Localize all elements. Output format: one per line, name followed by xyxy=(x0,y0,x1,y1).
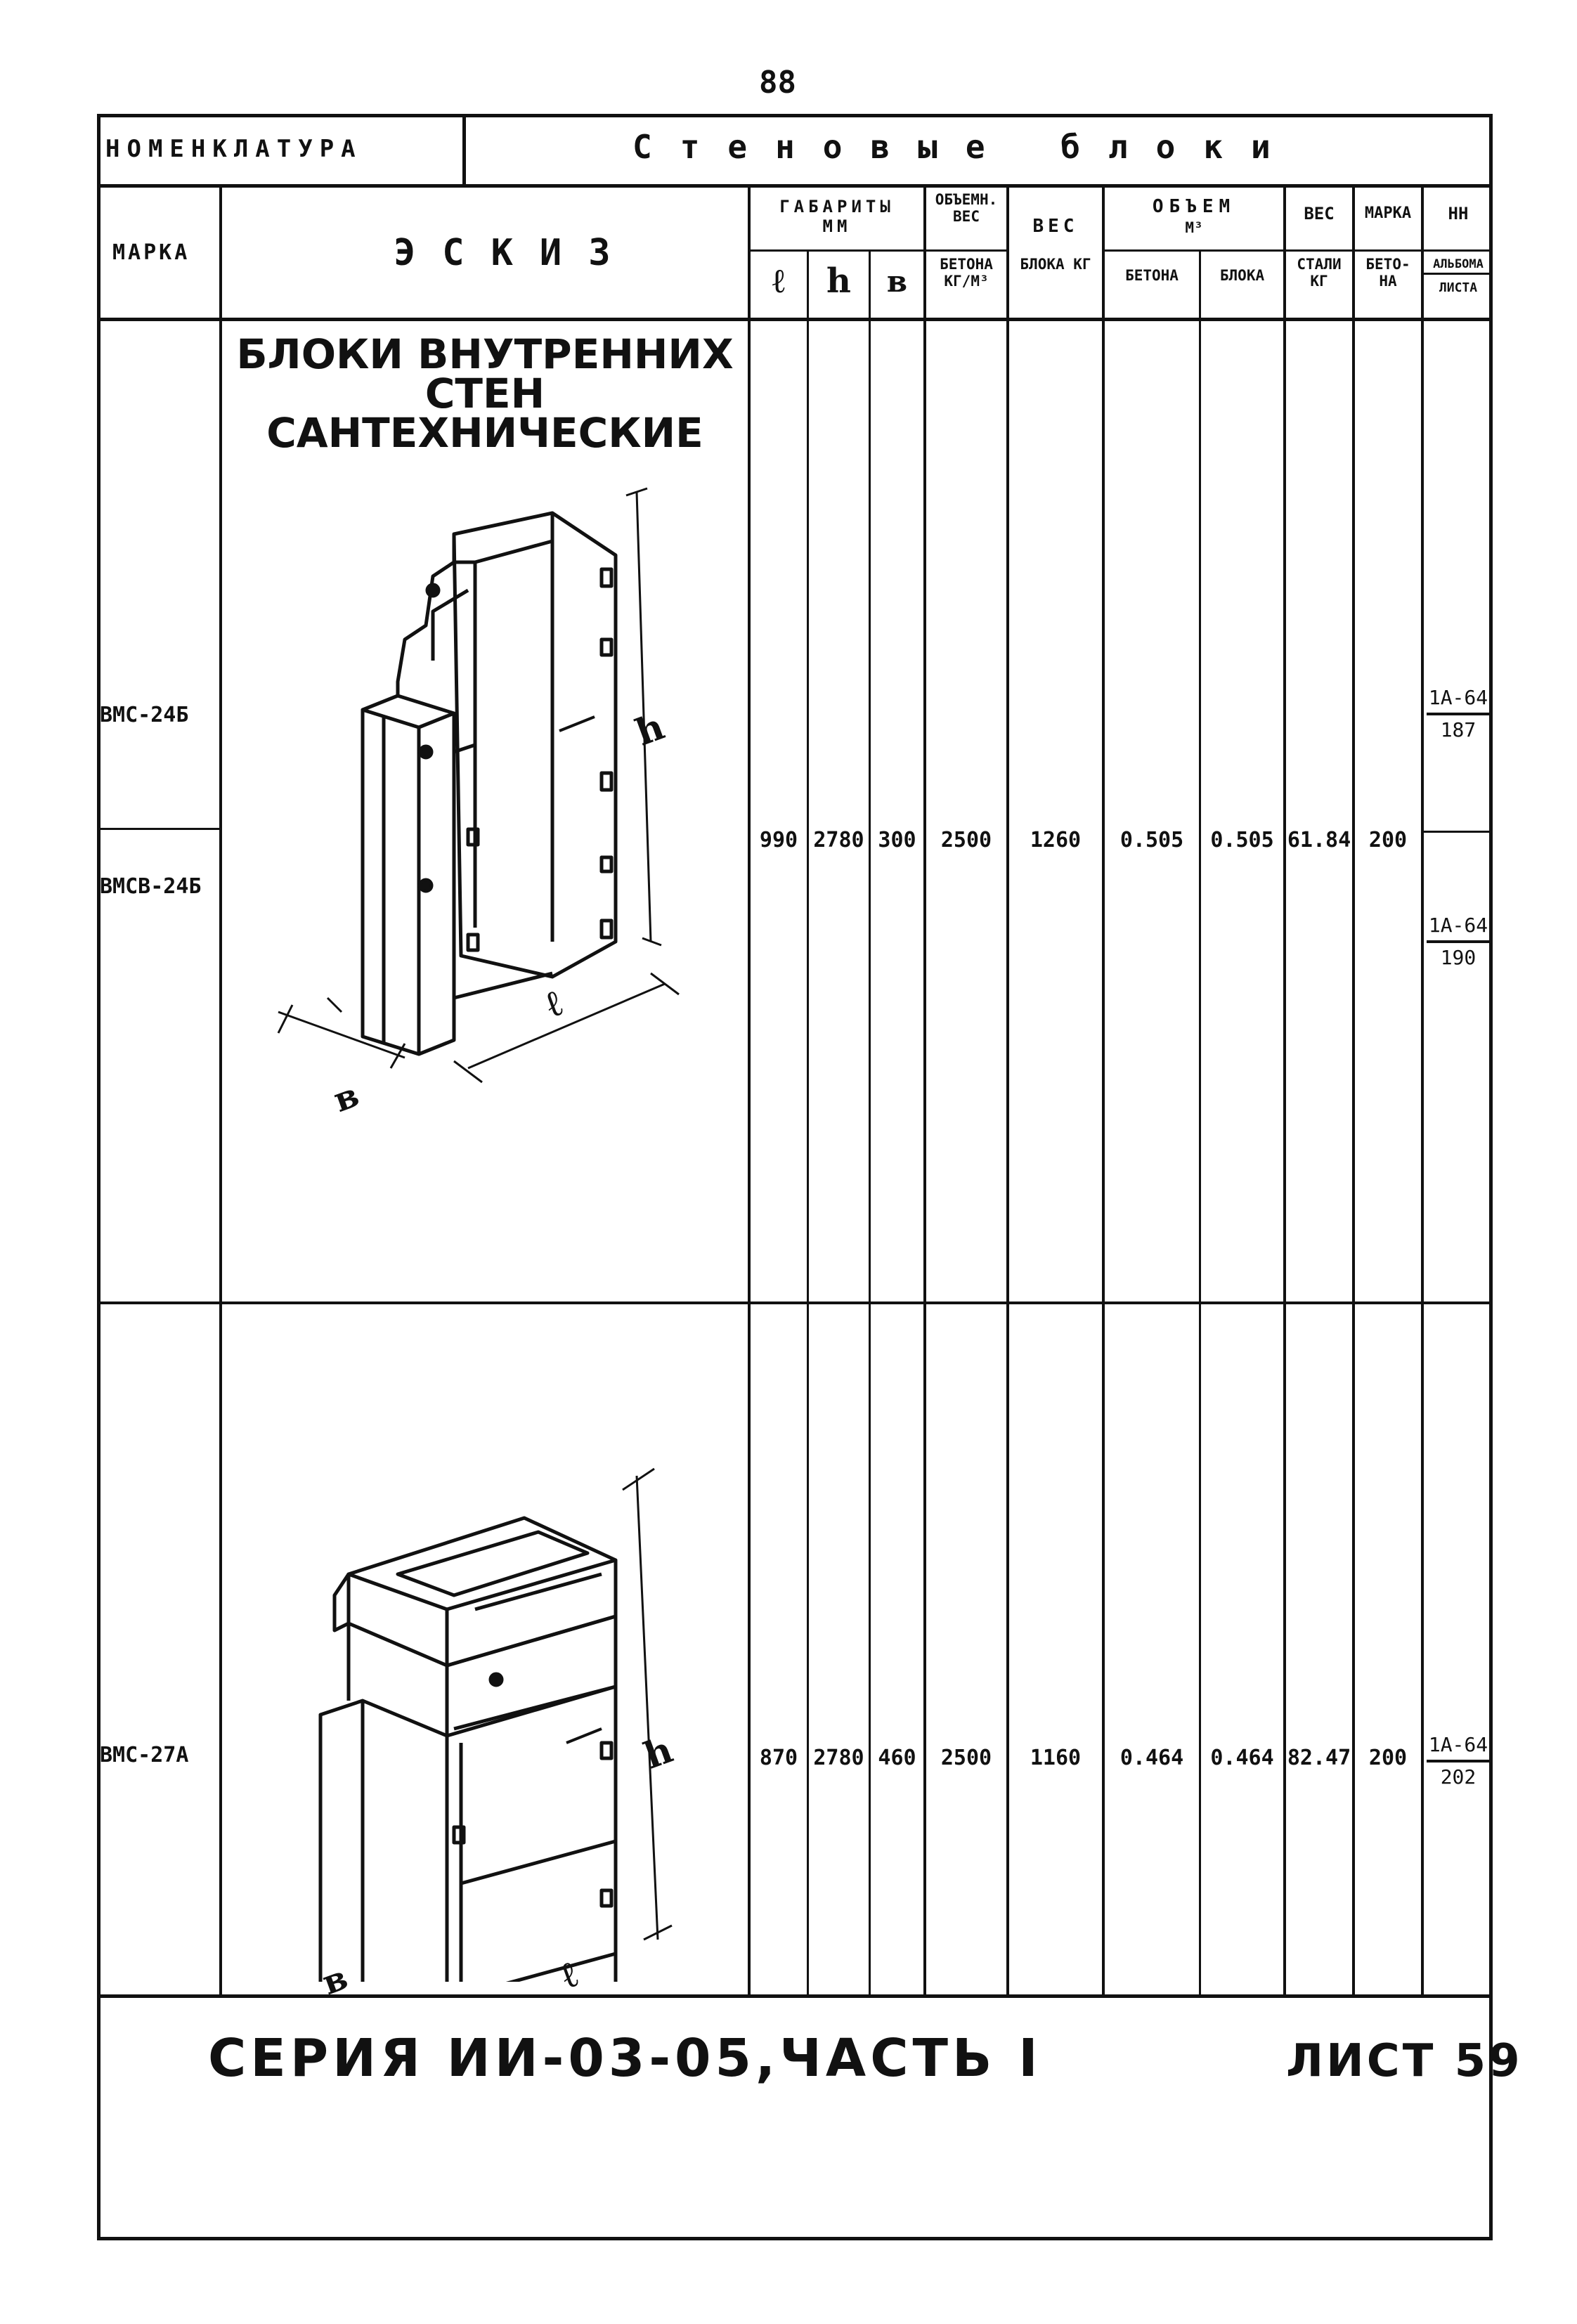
sheet-number: 202 xyxy=(1440,1765,1477,1789)
col-header-ves-bloka: ВЕС xyxy=(1032,216,1079,237)
row1-album-ref-b: 1А-64 190 xyxy=(1427,911,1490,973)
col-line-h xyxy=(869,249,871,1994)
nn-split-line xyxy=(1424,831,1493,833)
row1-album-ref-a: 1А-64 187 xyxy=(1427,683,1490,745)
row1-obem-bloka: 0.505 xyxy=(1210,828,1274,852)
row1-h: 2780 xyxy=(813,828,864,852)
album-code: 1А-64 xyxy=(1427,911,1490,943)
section-heading: БЛОКИ ВНУТРЕННИХ СТЕН САНТЕХНИЧЕСКИЕ xyxy=(236,330,734,457)
row1-marka-betona: 200 xyxy=(1368,828,1408,852)
col-line-obem-betona xyxy=(1199,249,1201,1994)
row2-b: 460 xyxy=(878,1746,916,1770)
col-header-nn-album: АЛЬБОМА xyxy=(1424,256,1493,275)
section-title: Стеновые блоки xyxy=(632,128,1299,166)
row2-obem-betona: 0.464 xyxy=(1120,1746,1184,1770)
row2-ves-stali: 82.47 xyxy=(1287,1746,1351,1770)
header-divider xyxy=(97,184,1493,188)
mark-row2: ВМС-27А xyxy=(100,1743,189,1767)
col-header-obem-unit: М³ xyxy=(1185,219,1203,236)
col-header-l: ℓ xyxy=(772,261,785,301)
album-code: 1А-64 xyxy=(1427,1730,1490,1763)
block-sketch-vms27 xyxy=(318,1467,673,1982)
marka-split-line xyxy=(97,828,219,830)
col-header-obem-ves-sub: БЕТОНА КГ/М³ xyxy=(940,256,993,290)
col-line-ves-bloka xyxy=(1102,184,1105,1994)
series-label: СЕРИЯ ИИ-03-05,ЧАСТЬ I xyxy=(208,2028,1042,2089)
col-header-marka-betona-sub: БЕТО- НА xyxy=(1365,256,1410,290)
col-header-obem: ОБЪЕМ xyxy=(1152,196,1236,217)
mark-row1-b: ВМСВ-24Б xyxy=(100,874,202,899)
row2-obem-ves: 2500 xyxy=(940,1746,992,1770)
row1-obem-betona: 0.505 xyxy=(1120,828,1184,852)
col-header-nn-sheet: ЛИСТА xyxy=(1439,280,1478,295)
drawing-frame xyxy=(97,114,1493,2240)
row2-h: 2780 xyxy=(813,1746,864,1770)
page-number: 88 xyxy=(759,65,796,100)
row1-b: 300 xyxy=(878,828,916,852)
col-header-obem-bloka: БЛОКА xyxy=(1219,267,1265,284)
col-header-obem-ves: ОБЪЕМН. ВЕС xyxy=(935,191,998,225)
col-header-ves-stali: ВЕС xyxy=(1304,204,1335,223)
col-header-gabarity: ГАБАРИТЫ xyxy=(779,197,895,216)
column-header-divider xyxy=(97,318,1493,321)
col-header-ves-stali-sub: СТАЛИ КГ xyxy=(1297,256,1342,290)
col-header-h: h xyxy=(826,261,851,301)
footer-divider xyxy=(97,1994,1493,1998)
mark-row1-a: ВМС-24Б xyxy=(100,703,189,727)
sheet-label: ЛИСТ 59 xyxy=(1286,2035,1523,2087)
nomenclature-label: НОМЕНКЛАТУРА xyxy=(105,135,363,163)
header-split-line xyxy=(462,114,466,184)
row1-l: 990 xyxy=(759,828,798,852)
obem-subline xyxy=(1102,249,1286,252)
album-code: 1А-64 xyxy=(1427,683,1490,715)
block-sketch-vms24 xyxy=(277,487,680,1084)
row2-marka-betona: 200 xyxy=(1368,1746,1408,1770)
row1-obem-ves: 2500 xyxy=(940,828,992,852)
row1-ves-bloka: 1260 xyxy=(1030,828,1082,852)
col-header-marka-betona: МАРКА xyxy=(1364,205,1412,222)
gabarity-subline xyxy=(748,249,926,252)
col-line-ves-stali xyxy=(1352,184,1355,1994)
col-line-marka-betona xyxy=(1421,184,1424,1994)
col-line-l xyxy=(807,249,809,1994)
right-subline xyxy=(1283,249,1493,252)
sheet-number: 187 xyxy=(1440,718,1477,741)
col-line-marka xyxy=(219,184,222,1994)
col-line-obem-bloka xyxy=(1283,184,1286,1994)
col-header-eskiz: ЭСКИЗ xyxy=(394,232,637,274)
col-header-b: в xyxy=(886,264,908,299)
col-line-obem-ves xyxy=(1006,184,1009,1994)
row2-album-ref: 1А-64 202 xyxy=(1427,1730,1490,1792)
row-divider xyxy=(97,1301,1493,1304)
row2-l: 870 xyxy=(759,1746,798,1770)
obem-ves-subline xyxy=(923,249,1009,252)
col-line-eskiz xyxy=(748,184,751,1994)
col-header-marka: МАРКА xyxy=(112,240,190,265)
row1-ves-stali: 61.84 xyxy=(1287,828,1351,852)
col-header-nn: НН xyxy=(1448,204,1469,223)
col-header-ves-bloka-sub: БЛОКА КГ xyxy=(1020,256,1091,273)
sheet-number: 190 xyxy=(1440,946,1477,969)
col-header-obem-betona: БЕТОНА xyxy=(1125,267,1179,284)
row2-ves-bloka: 1160 xyxy=(1030,1746,1082,1770)
col-line-b xyxy=(923,184,926,1994)
row2-obem-bloka: 0.464 xyxy=(1210,1746,1274,1770)
col-header-gabarity-unit: ММ xyxy=(822,216,852,236)
